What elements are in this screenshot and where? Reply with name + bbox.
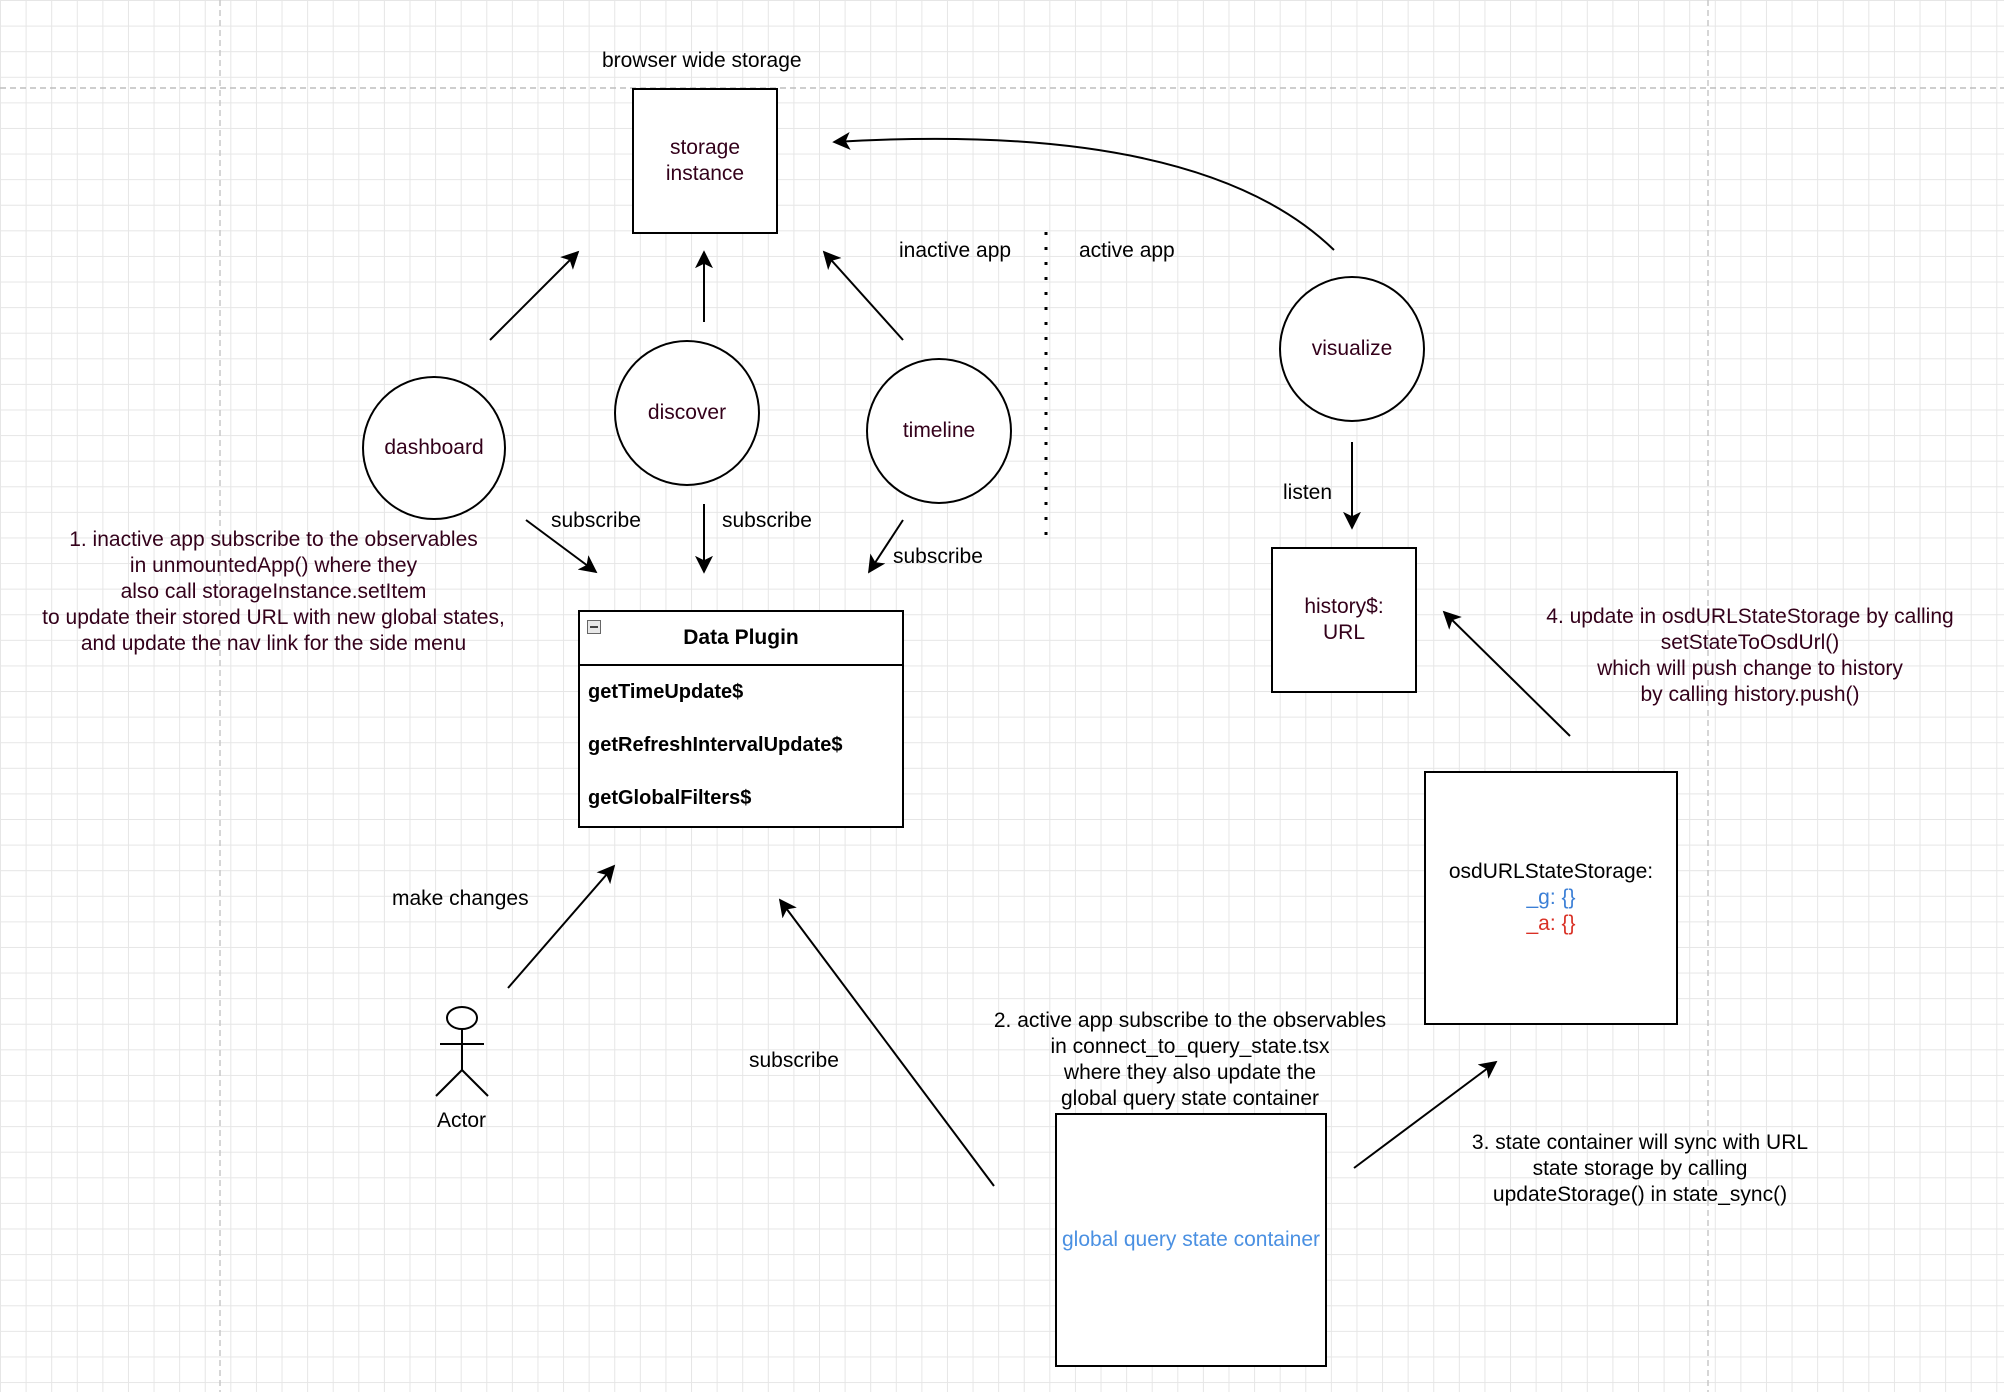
subscribe-label-timeline: subscribe	[893, 545, 983, 568]
make-changes-label: make changes	[392, 887, 529, 910]
storage-instance-line2: instance	[665, 162, 745, 185]
actor-figure	[435, 1006, 489, 1097]
listen-label: listen	[1283, 481, 1333, 504]
visualize-node[interactable]: visualize	[1279, 276, 1425, 422]
url-state-a-key: _a: {}	[1526, 912, 1576, 935]
method-get-global-filters[interactable]: getGlobalFilters$	[588, 787, 752, 809]
arrow-global-urlstorage	[1353, 1060, 1498, 1169]
note-update-url-storage: 4. update in osdURLStateStorage by calli…	[1490, 604, 2004, 708]
note2-line: 2. active app subscribe to the observabl…	[993, 1009, 1387, 1032]
url-state-g-key: _g: {}	[1526, 886, 1576, 909]
arrow-visualize-storage	[832, 132, 1335, 251]
history-line1: history$:	[1304, 595, 1384, 618]
dashboard-node[interactable]: dashboard	[362, 376, 506, 520]
active-app-label: active app	[1079, 239, 1175, 262]
note1-line: 1. inactive app subscribe to the observa…	[69, 528, 478, 551]
data-plugin-header: Data Plugin	[580, 612, 902, 666]
note1-line: in unmountedApp() where they	[129, 554, 418, 577]
storage-region-label: browser wide storage	[602, 49, 802, 72]
note4-line: 4. update in osdURLStateStorage by calli…	[1546, 605, 1954, 628]
history-box[interactable]: history$: URL	[1271, 547, 1417, 693]
timeline-node[interactable]: timeline	[866, 358, 1012, 504]
discover-node[interactable]: discover	[614, 340, 760, 486]
note3-line: state storage by calling	[1532, 1157, 1748, 1180]
storage-instance-line1: storage	[669, 136, 741, 159]
arrow-global-plugin	[778, 898, 995, 1187]
url-state-storage-title: osdURLStateStorage:	[1448, 860, 1654, 883]
subscribe-label-discover: subscribe	[722, 509, 812, 532]
note1-line: to update their stored URL with new glob…	[42, 606, 505, 629]
note-state-sync: 3. state container will sync with URL st…	[1420, 1130, 1860, 1208]
note4-line: setStateToOsdUrl()	[1660, 631, 1840, 654]
global-container-label: global query state container	[1062, 1228, 1320, 1251]
note1-line: and update the nav link for the side men…	[80, 632, 467, 655]
storage-instance-box[interactable]: storage instance	[632, 88, 778, 234]
note3-line: 3. state container will sync with URL	[1471, 1131, 1809, 1154]
arrow-dashboard-plugin	[525, 519, 598, 574]
note-inactive-app: 1. inactive app subscribe to the observa…	[6, 527, 541, 657]
method-get-refresh-interval-update[interactable]: getRefreshIntervalUpdate$	[588, 734, 843, 756]
dashboard-label: dashboard	[384, 436, 484, 459]
note2-line: in connect_to_query_state.tsx	[1050, 1035, 1330, 1058]
arrow-actor-plugin	[507, 864, 616, 989]
note2-line: global query state container	[1061, 1087, 1319, 1110]
arrow-timeline-storage	[822, 250, 904, 341]
note-active-app: 2. active app subscribe to the observabl…	[940, 1008, 1440, 1112]
note4-line: which will push change to history	[1597, 657, 1903, 680]
actor-label: Actor	[437, 1109, 487, 1132]
inactive-app-label: inactive app	[899, 239, 1012, 262]
discover-label: discover	[647, 401, 727, 424]
subscribe-label-global: subscribe	[749, 1049, 839, 1072]
collapse-icon[interactable]	[587, 620, 601, 634]
global-query-state-container[interactable]: global query state container	[1055, 1113, 1327, 1367]
arrow-timeline-plugin	[868, 519, 904, 574]
note4-line: by calling history.push()	[1640, 683, 1860, 706]
visualize-label: visualize	[1311, 337, 1393, 360]
subscribe-label-dashboard: subscribe	[551, 509, 641, 532]
arrow-dashboard-storage	[489, 250, 580, 341]
note2-line: where they also update the	[1063, 1061, 1317, 1084]
method-get-time-update[interactable]: getTimeUpdate$	[588, 681, 744, 703]
data-plugin-box[interactable]: Data Plugin getTimeUpdate$ getRefreshInt…	[578, 610, 904, 828]
history-line2: URL	[1322, 621, 1365, 644]
note3-line: updateStorage() in state_sync()	[1492, 1183, 1788, 1206]
arrow-urlstorage-history	[1442, 610, 1571, 737]
note1-line: also call storageInstance.setItem	[120, 580, 427, 603]
data-plugin-title: Data Plugin	[683, 626, 799, 649]
url-state-storage-box[interactable]: osdURLStateStorage: _g: {} _a: {}	[1424, 771, 1678, 1025]
timeline-label: timeline	[902, 419, 976, 442]
